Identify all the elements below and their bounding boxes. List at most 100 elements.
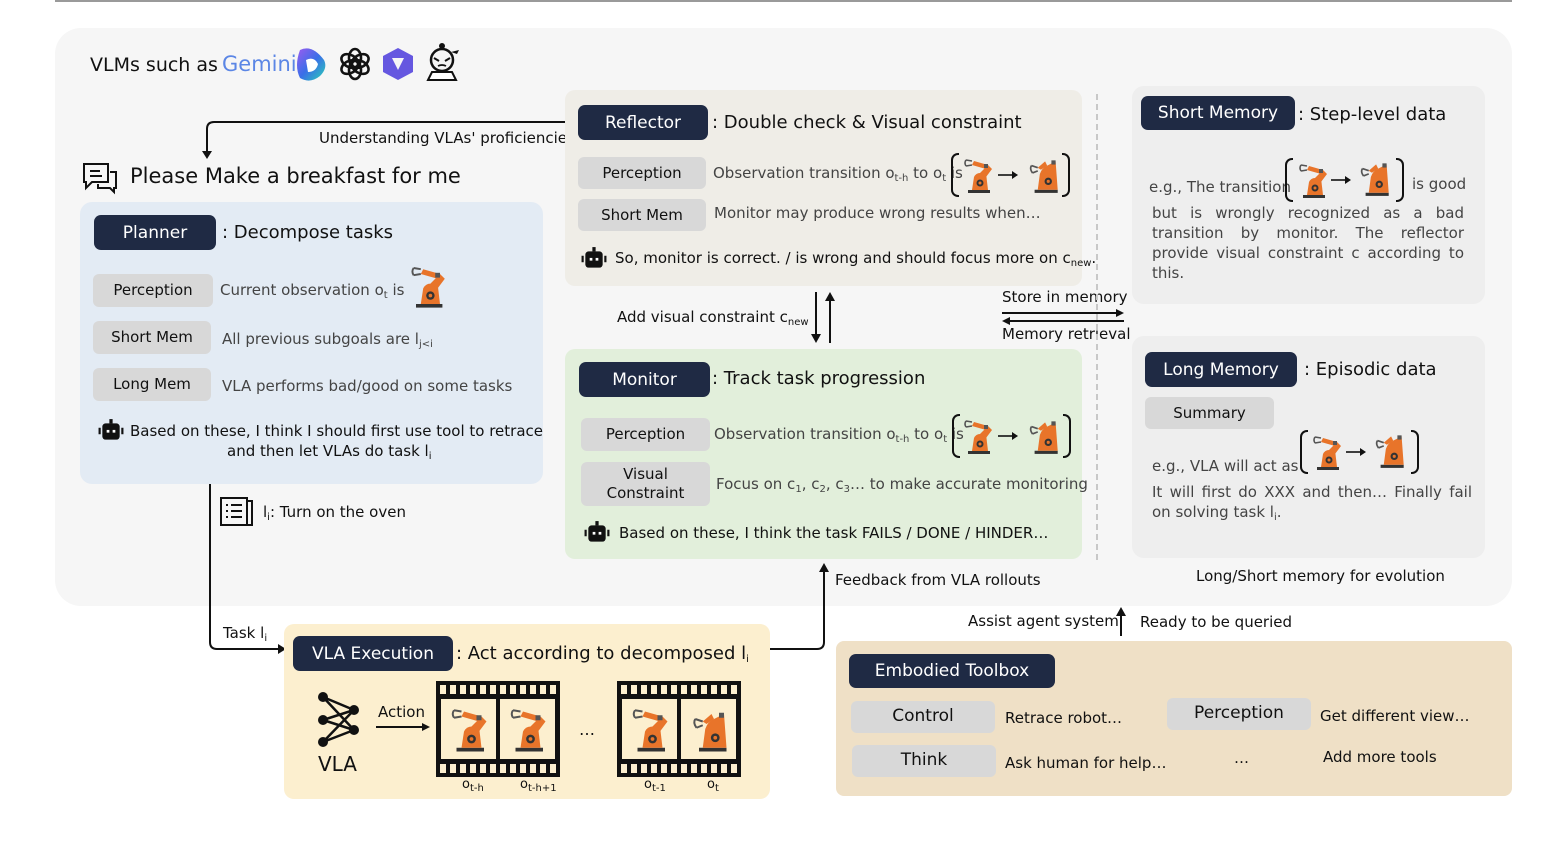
planner-thought-line1: Based on these, I think I should first u… (130, 422, 544, 440)
planner-shortmem-text: All previous subgoals are lj<i (222, 330, 433, 350)
tool-think-pill: Think (852, 745, 996, 777)
vla-label: VLA (318, 752, 357, 776)
qwen-logo (383, 48, 413, 80)
feedback-label: Feedback from VLA rollouts (835, 571, 1041, 589)
reflector-shortmem-pill: Short Mem (578, 199, 706, 231)
task-li-label: Task li (223, 624, 268, 644)
gemini-logo: Gemini (222, 52, 297, 76)
frame-label: ot-h+1 (520, 777, 557, 794)
long-memory-title: : Episodic data (1304, 359, 1437, 380)
transition-arrow-icon (1346, 448, 1366, 456)
short-memory-body: but is wrongly recognized as a bad trans… (1152, 204, 1464, 282)
long-memory-badge: Long Memory (1145, 352, 1297, 387)
robot-arm-icon (1368, 428, 1410, 470)
tool-perception-desc: Get different view… (1320, 707, 1470, 725)
tool-control-desc: Retrace robot… (1005, 709, 1123, 727)
long-memory-eg-prefix: e.g., VLA will act as (1152, 457, 1299, 475)
robot-arm-icon (1022, 153, 1064, 195)
tool-control-pill: Control (851, 701, 995, 733)
toolbox-badge: Embodied Toolbox (849, 654, 1055, 688)
bot-icon (580, 246, 608, 272)
short-memory-eg-prefix: e.g., The transition (1149, 178, 1291, 196)
frame-label: ot-1 (644, 777, 666, 794)
planner-thought-line2: and then let VLAs do task li (227, 442, 432, 462)
vla-execution-title: : Act according to decomposed li (456, 643, 749, 665)
bot-icon (583, 520, 611, 546)
subtask-label: li: Turn on the oven (263, 503, 406, 523)
bracket-right (1063, 414, 1071, 458)
action-arrow (376, 723, 430, 731)
frame-label: ot (707, 777, 719, 794)
deepseek-avatar-logo (426, 43, 459, 81)
bracket-left (1285, 158, 1293, 202)
memory-evolution-label: Long/Short memory for evolution (1196, 567, 1445, 585)
doubao-logo (297, 48, 326, 81)
tool-add-more: Add more tools (1323, 748, 1437, 766)
robot-arm-icon (404, 262, 452, 310)
understanding-label: Understanding VLAs' proficiencies (319, 129, 575, 147)
reflector-title: : Double check & Visual constraint (712, 112, 1022, 133)
reflector-perception-text: Observation transition ot-h to ot is (713, 164, 963, 184)
feedback-arrow (770, 563, 829, 650)
memory-retrieval-label: Memory retrieval (1002, 325, 1131, 343)
short-memory-title: : Step-level data (1298, 104, 1447, 125)
short-memory-eg-suffix: is good (1412, 175, 1467, 193)
planner-longmem-pill: Long Mem (93, 368, 211, 401)
assist-agent-label: Assist agent system (968, 612, 1119, 630)
long-memory-summary-pill: Summary (1145, 397, 1274, 429)
user-request: Please Make a breakfast for me (130, 164, 461, 188)
tool-think-desc: Ask human for help… (1005, 754, 1167, 772)
reflector-perception-pill: Perception (578, 157, 706, 189)
robot-arm-icon (1307, 432, 1347, 472)
ready-query-label: Ready to be queried (1140, 613, 1293, 631)
planner-longmem-text: VLA performs bad/good on some tasks (222, 377, 513, 395)
tool-perception-pill: Perception (1167, 698, 1311, 730)
planner-title: : Decompose tasks (222, 222, 394, 243)
tool-more-ellipsis: … (1234, 749, 1249, 767)
planner-perception-text: Current observation ot is (220, 281, 405, 301)
transition-arrow-icon (998, 432, 1018, 440)
film-strip-early (436, 681, 560, 777)
bracket-left (952, 414, 960, 458)
bracket-right (1062, 153, 1070, 197)
transition-arrow-icon (998, 171, 1018, 179)
long-memory-body: It will first do XXX and then… Finally f… (1152, 483, 1472, 523)
planner-shortmem-pill: Short Mem (93, 321, 211, 354)
planner-perception-pill: Perception (93, 274, 213, 307)
memory-arrows (1002, 309, 1124, 325)
film-strip-late (617, 681, 741, 777)
monitor-thought: Based on these, I think the task FAILS /… (619, 524, 1049, 542)
robot-arm-icon (1022, 414, 1064, 456)
robot-arm-icon (958, 416, 998, 456)
reflector-shortmem-text: Monitor may produce wrong results when… (714, 204, 1041, 222)
ellipsis: … (579, 720, 595, 739)
bot-icon (97, 418, 125, 444)
bracket-left (951, 153, 959, 197)
reflector-thought: So, monitor is correct. / is wrong and s… (615, 249, 1097, 269)
frame-label: ot-h (462, 777, 484, 794)
action-label: Action (378, 703, 425, 721)
store-memory-label: Store in memory (1002, 288, 1128, 306)
planner-badge: Planner (94, 215, 216, 250)
vla-execution-badge: VLA Execution (293, 636, 453, 671)
task-list-icon (220, 497, 253, 526)
openai-logo (340, 47, 370, 81)
monitor-perception-text: Observation transition ot-h to ot is (714, 425, 964, 445)
neural-network-icon (318, 692, 359, 747)
chat-icon (83, 163, 117, 195)
monitor-badge: Monitor (579, 362, 710, 397)
top-divider (55, 0, 1512, 2)
bracket-right (1411, 430, 1419, 474)
reflector-badge: Reflector (578, 105, 708, 140)
memory-divider (1096, 94, 1098, 560)
transition-arrow-icon (1331, 176, 1351, 184)
toolbox-up-arrow (1116, 607, 1126, 636)
robot-arm-icon (1293, 160, 1333, 200)
reflector-monitor-arrows (811, 292, 835, 343)
monitor-constraint-text: Focus on c1, c2, c3… to make accurate mo… (716, 475, 1088, 495)
bracket-left (1300, 430, 1308, 474)
task-arrow (209, 484, 286, 654)
understanding-arrow (202, 121, 565, 159)
monitor-title: : Track task progression (712, 368, 926, 389)
